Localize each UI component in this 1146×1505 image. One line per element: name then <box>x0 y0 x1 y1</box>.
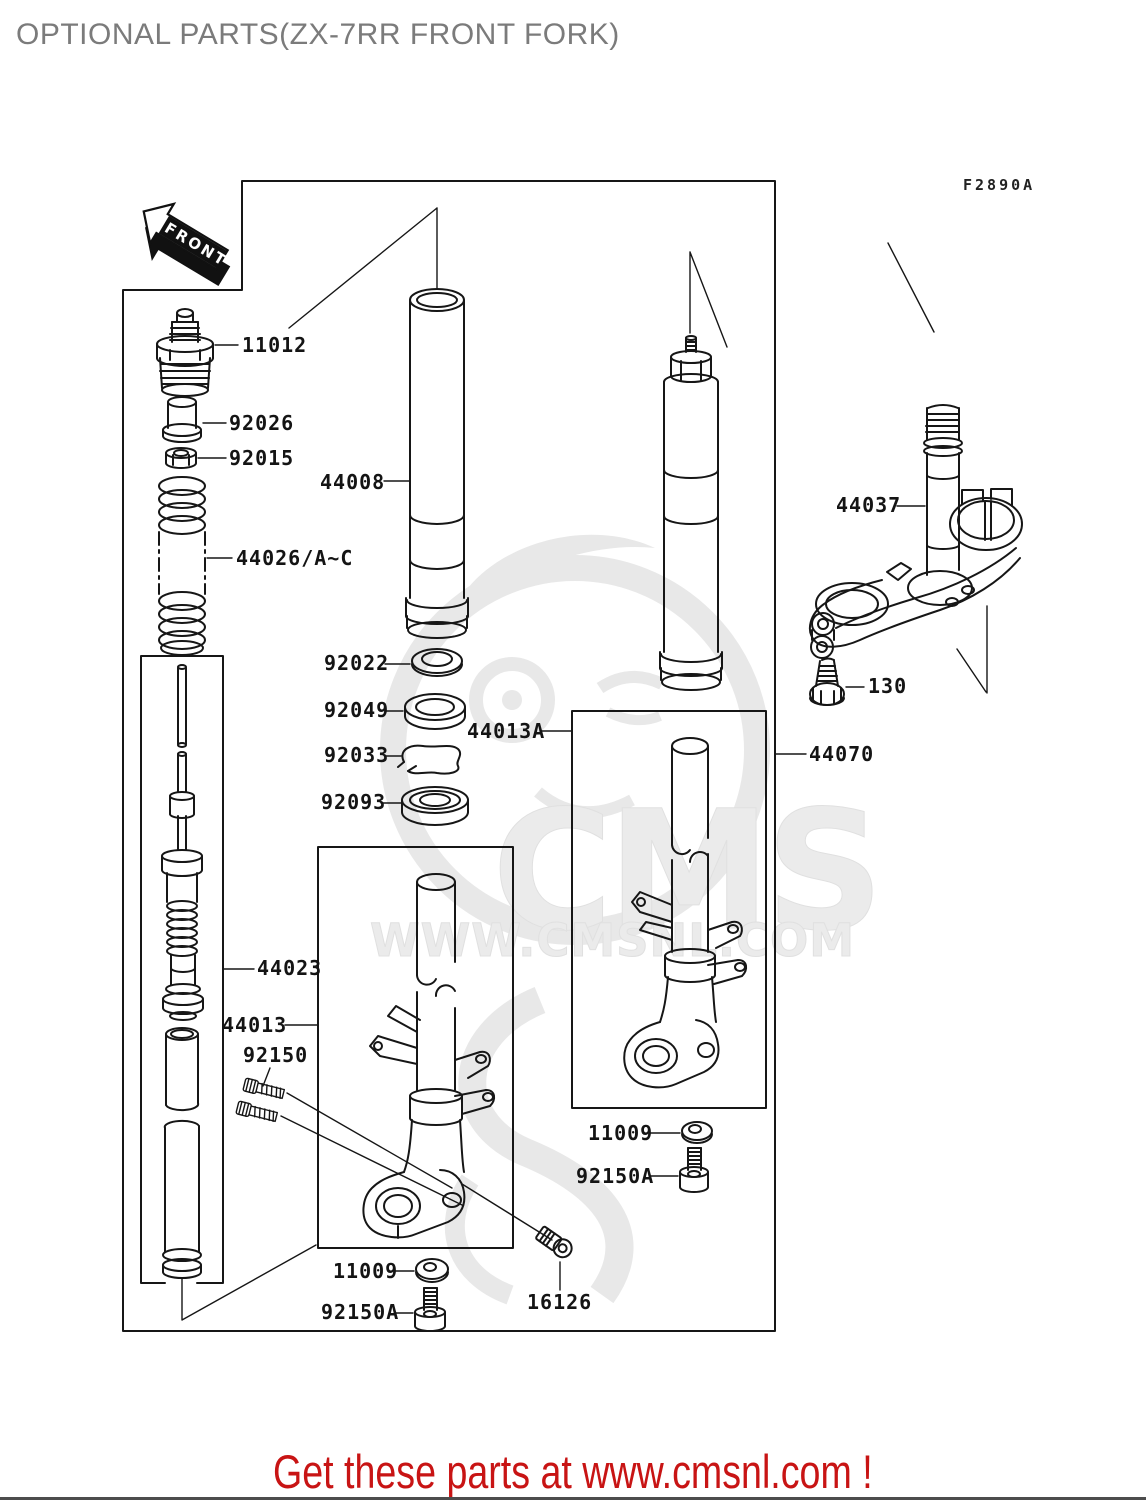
part-label-92022: 92022 <box>324 651 389 675</box>
fork-leg-box-44013 <box>317 846 514 1249</box>
clamp-bolts-92150-drawing <box>235 1077 463 1206</box>
part-label-92150a-bottom: 92150A <box>321 1300 399 1324</box>
part-label-44013a: 44013A <box>467 719 545 743</box>
page-title: OPTIONAL PARTS(ZX-7RR FRONT FORK) <box>16 18 620 51</box>
watermark-brand-text: CMS <box>492 775 878 967</box>
washer-92022-drawing <box>411 648 463 677</box>
part-label-92015: 92015 <box>229 446 294 470</box>
watermark-url-text: WWW.CMSNL.COM <box>370 914 855 967</box>
part-label-11012: 11012 <box>242 333 307 357</box>
part-label-92049: 92049 <box>324 698 389 722</box>
footer-message: Get these parts at www.cmsnl.com ! <box>273 1445 873 1498</box>
damper-box-44023 <box>140 655 224 1284</box>
part-label-44070: 44070 <box>809 742 874 766</box>
valve-16126-drawing <box>535 1225 573 1259</box>
part-label-92093: 92093 <box>321 790 386 814</box>
bolt-92150a-bottom-drawing <box>414 1287 446 1332</box>
fork-assy-44070-tube-drawing <box>659 335 723 691</box>
part-label-44026: 44026/A~C <box>236 546 353 570</box>
front-direction-arrow: FRONT <box>142 202 231 287</box>
oil-seal-92093-drawing <box>401 786 469 826</box>
part-label-44037: 44037 <box>836 493 901 517</box>
part-label-130: 130 <box>868 674 907 698</box>
part-label-92026: 92026 <box>229 411 294 435</box>
bolt-92150a-right-drawing <box>679 1147 709 1193</box>
footer-banner: Get these parts at www.cmsnl.com ! <box>0 1444 1146 1499</box>
part-label-92150a-right: 92150A <box>576 1164 654 1188</box>
bolt-130-drawing <box>809 657 845 706</box>
collar-92026-drawing <box>162 396 202 443</box>
snap-ring-92033-drawing <box>397 744 462 775</box>
part-label-44013: 44013 <box>222 1013 287 1037</box>
triple-clamp-44037-drawing <box>808 404 1023 659</box>
fork-bolt-11012-drawing <box>156 308 214 397</box>
bearing-92049-drawing <box>404 693 466 730</box>
part-label-11009-right: 11009 <box>588 1121 653 1145</box>
fork-leg-44013a-drawing <box>623 737 748 1089</box>
part-label-44023: 44023 <box>257 956 322 980</box>
part-label-11009-bottom: 11009 <box>333 1259 398 1283</box>
watermark: CMS WWW.CMSNL.COM <box>370 534 885 1305</box>
outer-frame <box>122 180 776 1332</box>
part-label-92150: 92150 <box>243 1043 308 1067</box>
fork-leg-box-44013a <box>571 710 767 1109</box>
bottom-edge-strip <box>0 1497 1146 1500</box>
figure-code: F2890A <box>963 176 1035 194</box>
part-label-92033: 92033 <box>324 743 389 767</box>
outer-tube-44008-drawing <box>405 288 469 639</box>
washer-11009-bottom-drawing <box>415 1258 449 1283</box>
part-label-44008: 44008 <box>320 470 385 494</box>
washer-11009-right-drawing <box>681 1121 713 1144</box>
fork-leg-44013-drawing <box>362 873 496 1239</box>
fork-spring-44026-drawing <box>158 476 206 656</box>
nut-92015-drawing <box>165 447 197 469</box>
damper-rod-44023-drawing <box>161 664 204 1279</box>
part-label-16126: 16126 <box>527 1290 592 1314</box>
